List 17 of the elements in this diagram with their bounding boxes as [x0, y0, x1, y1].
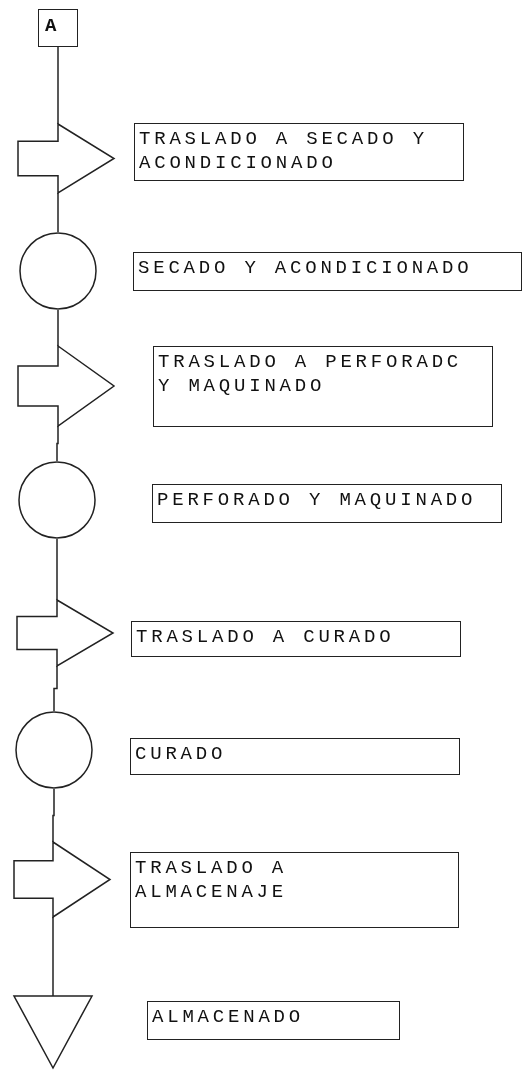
flow-line [53, 665, 58, 712]
process-label-box: CURADO [130, 738, 460, 775]
process-label-box: PERFORADO Y MAQUINADO [152, 484, 502, 523]
process-label-box: SECADO Y ACONDICIONADO [133, 252, 522, 291]
flow-line [52, 788, 55, 843]
flow-line [56, 425, 59, 462]
flow-line [57, 46, 59, 125]
flow-line [57, 192, 59, 233]
process-label-box: TRASLADO A SECADO Y ACONDICIONADO [134, 123, 464, 181]
flow-line [57, 309, 59, 347]
process-label-box: TRASLADO A CURADO [131, 621, 461, 657]
process-label-box: ALMACENADO [147, 1001, 400, 1040]
process-label-box: TRASLADO A ALMACENAJE [130, 852, 459, 928]
connector-box: A [38, 9, 78, 47]
flow-line [56, 538, 58, 601]
flow-line [52, 916, 54, 997]
process-label-box: TRASLADO A PERFORADC Y MAQUINADO [153, 346, 493, 427]
